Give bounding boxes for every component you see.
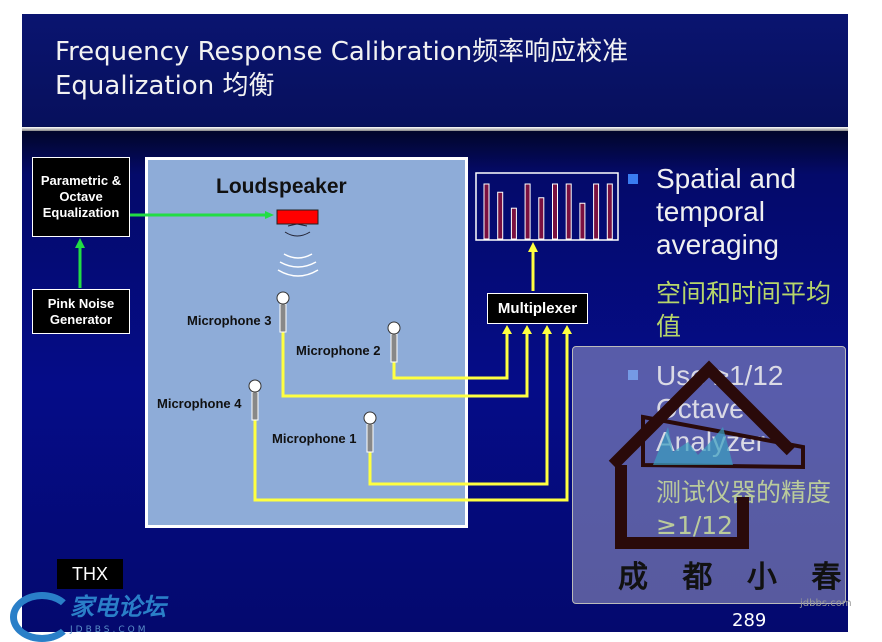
title-line1: Frequency Response Calibration频率响应校准: [55, 37, 629, 67]
mic1-label: Microphone 1: [272, 431, 357, 446]
arrowheads: [502, 242, 572, 334]
mic4-label: Microphone 4: [157, 396, 242, 411]
multiplexer-box: Multiplexer: [487, 293, 588, 324]
signal-lines: [75, 211, 274, 288]
watermark-logo: [572, 346, 846, 604]
bullet-icon: [628, 174, 638, 184]
wire-mic2: [392, 332, 509, 380]
analyzer-bar: [552, 183, 558, 240]
analyzer-display: [475, 172, 619, 241]
bullet-icon: [628, 370, 638, 380]
page-number: 289: [732, 610, 767, 631]
analyzer-bar: [606, 183, 613, 240]
analyzer-bar: [538, 197, 545, 240]
title-separator: [22, 127, 848, 131]
mic3-label: Microphone 3: [187, 313, 272, 328]
pink-noise-box: Pink Noise Generator: [32, 289, 130, 334]
analyzer-bar: [579, 202, 586, 240]
analyzer-bars: [483, 183, 613, 240]
diagram-wiring: [75, 172, 619, 502]
wire-mic4: [253, 332, 569, 502]
bullet-2-cn: 测试仪器的精度≥1/12: [656, 478, 832, 540]
loudspeaker-label: Loudspeaker: [216, 175, 347, 198]
equalization-box: Parametric & Octave Equalization: [32, 157, 130, 237]
wire-mic1: [368, 332, 549, 486]
jdbbs-logo-icon: [10, 592, 74, 642]
mic2-label: Microphone 2: [296, 343, 381, 358]
wire-mic3: [281, 332, 529, 398]
title-line2: Equalization 均衡: [55, 71, 275, 101]
forum-url: JDBBS.COM: [70, 625, 149, 635]
thx-logo: THX: [57, 559, 123, 589]
analyzer-bar: [483, 183, 490, 240]
watermark-site: jdbbs.com: [800, 598, 852, 609]
watermark-text: 成 都 小 春: [618, 560, 854, 595]
analyzer-bar: [565, 183, 572, 240]
forum-watermark: 家电论坛: [70, 593, 166, 621]
bullet-1-cn: 空间和时间平均值: [656, 279, 832, 341]
analyzer-bar: [524, 183, 531, 240]
analyzer-bar: [593, 183, 600, 240]
mic-wires: [253, 248, 569, 502]
slide: Frequency Response Calibration频率响应校准 Equ…: [22, 14, 848, 632]
microphones: [248, 291, 401, 453]
speaker-icon: [276, 209, 319, 277]
analyzer-bar: [510, 207, 517, 240]
house-film-icon: [608, 360, 805, 549]
bullet-1-text: Spatial and temporal averaging: [656, 163, 797, 260]
analyzer-bar: [497, 191, 504, 240]
